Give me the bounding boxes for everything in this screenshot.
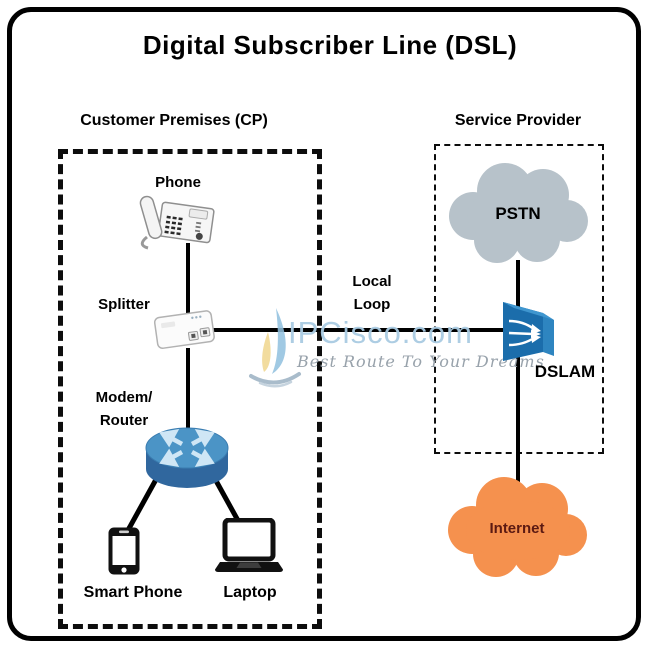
customer-premises-label: Customer Premises (CP): [80, 112, 268, 129]
smart-phone-label: Smart Phone: [83, 584, 183, 601]
laptop-icon: [215, 518, 283, 572]
service-provider-label: Service Provider: [454, 112, 582, 129]
pstn-label: PSTN: [495, 204, 541, 223]
watermark-brand: IPCisco.com: [288, 315, 473, 350]
pstn-cloud: PSTN: [443, 158, 593, 270]
laptop-label: Laptop: [223, 584, 277, 601]
dslam-label: DSLAM: [534, 362, 596, 381]
phone-icon: [139, 195, 215, 250]
watermark-tagline: Best Route To Your Dreams: [297, 352, 545, 371]
internet-cloud: Internet: [442, 472, 592, 584]
local-loop-label: Local Loop: [352, 273, 392, 313]
dslam-icon: [503, 302, 554, 361]
customer-premises-box: [58, 149, 322, 629]
splitter-label: Splitter: [98, 296, 150, 313]
phone-label: Phone: [155, 174, 201, 191]
splitter-icon: [153, 310, 215, 349]
page-title: Digital Subscriber Line (DSL): [142, 30, 518, 60]
diagram-frame: [7, 7, 641, 641]
internet-cloud-icon: [448, 477, 587, 577]
pstn-cloud-icon: [449, 163, 588, 263]
modem-router-label: Modem/ Router: [95, 389, 153, 429]
ipcisco-sailboat-logo-icon: [249, 308, 301, 388]
internet-label: Internet: [489, 519, 545, 537]
router-icon: [145, 427, 229, 488]
smart-phone-icon: [108, 527, 140, 575]
